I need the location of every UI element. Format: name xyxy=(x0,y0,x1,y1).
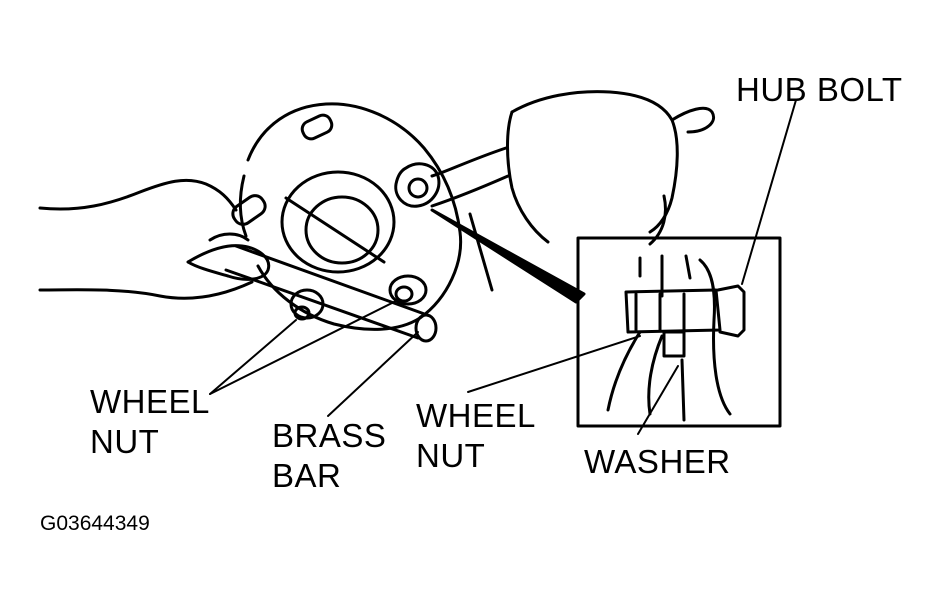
wheel-nut-left-label-line1: WHEEL xyxy=(90,383,210,420)
brass-bar-label-line2: BAR xyxy=(272,457,342,494)
brass-bar xyxy=(224,244,438,343)
wheel-nut-right-label-line1: WHEEL xyxy=(416,397,536,434)
figure-id: G03644349 xyxy=(40,512,150,535)
brass-bar-label-line1: BRASS xyxy=(272,417,387,454)
leader-lines xyxy=(209,99,797,435)
callout-wedge xyxy=(430,208,586,304)
washer-label: WASHER xyxy=(584,443,731,480)
wheel-nut-left-label-line2: NUT xyxy=(90,423,160,460)
wheel-nut-right-label-line2: NUT xyxy=(416,437,486,474)
hub-studs xyxy=(231,113,428,321)
hub-disc xyxy=(238,102,463,331)
right-hand-wrench xyxy=(394,90,715,292)
hub-center-bore xyxy=(280,170,396,274)
hub-bolt-label: HUB BOLT xyxy=(736,71,903,108)
left-hand xyxy=(38,178,271,300)
inset-detail xyxy=(576,236,782,428)
